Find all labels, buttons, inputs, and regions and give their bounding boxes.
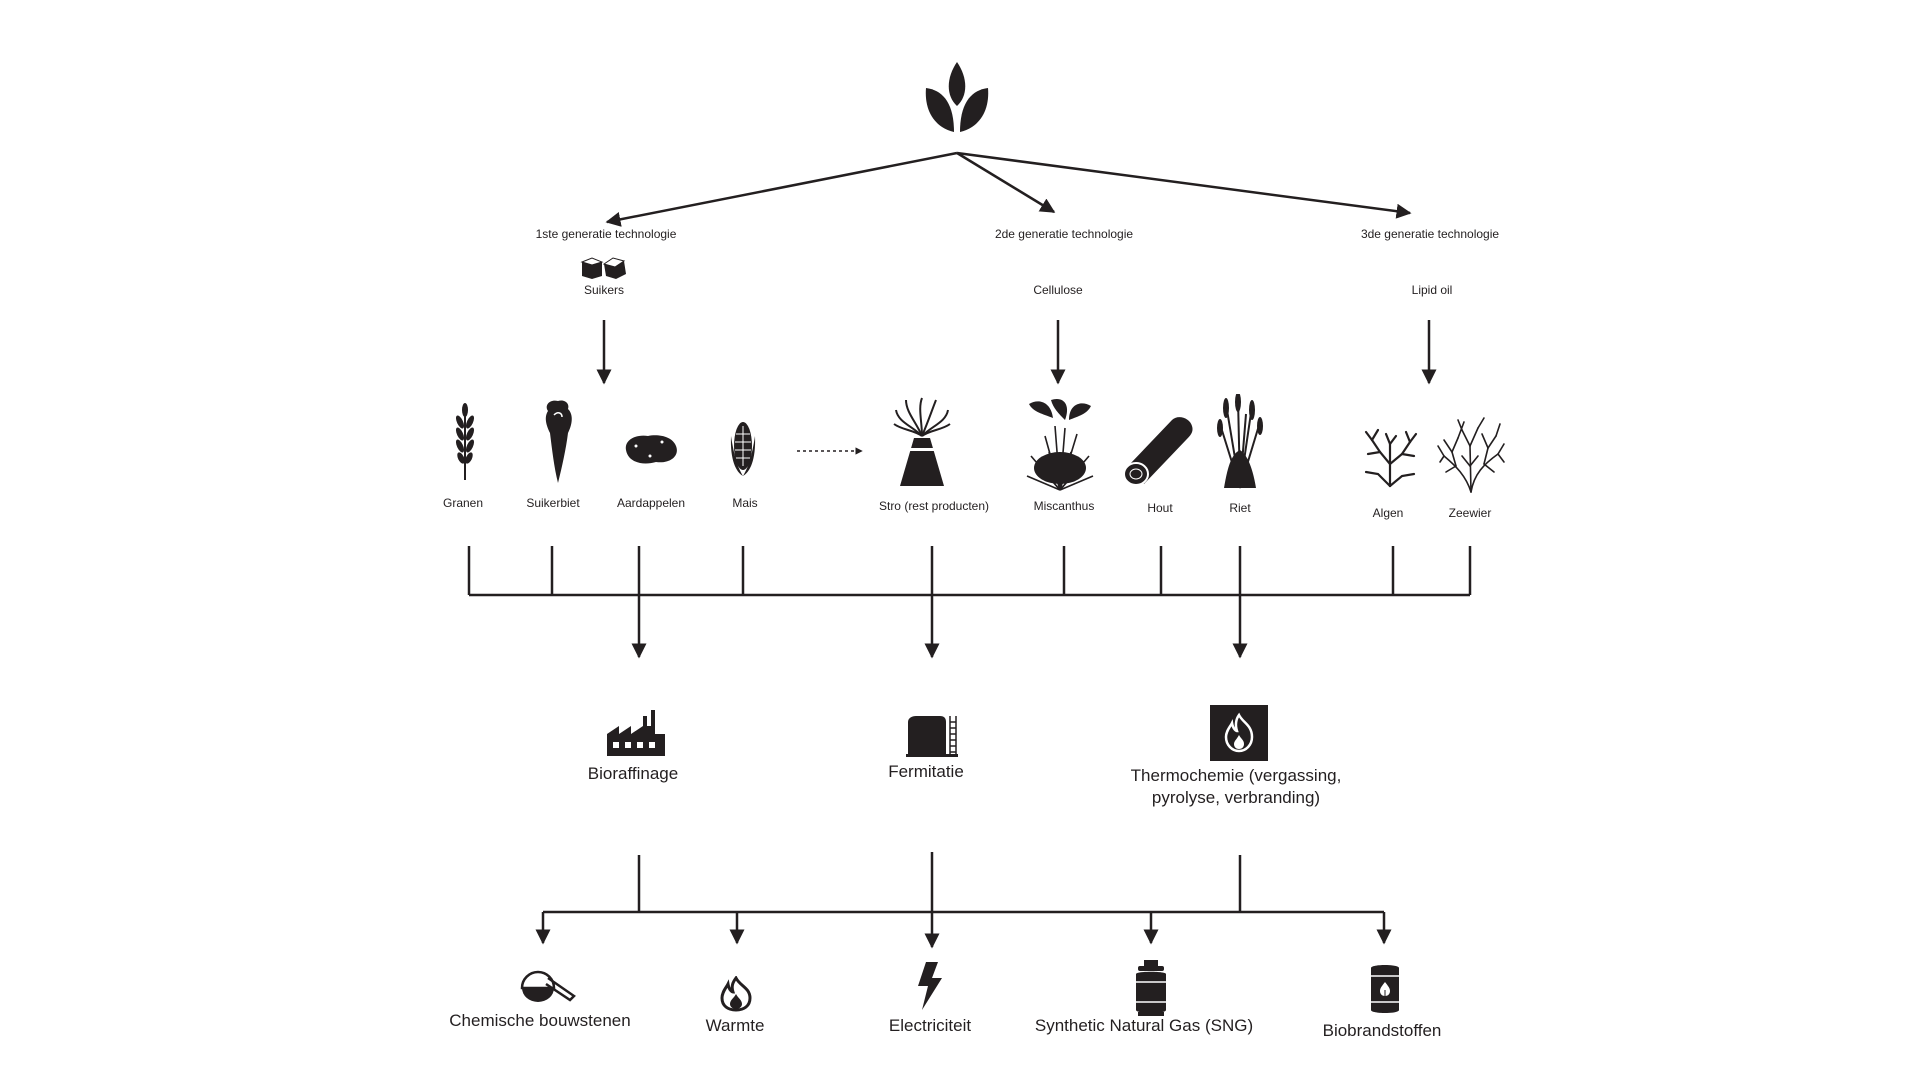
gas-cylinder-icon <box>1136 960 1166 1016</box>
product-label-biobrandstoffen: Biobrandstoffen <box>1322 1021 1442 1040</box>
corn-icon <box>730 422 756 476</box>
feedstock-cellulose: Cellulose <box>1033 283 1083 297</box>
product-label-electriciteit: Electriciteit <box>888 1016 972 1035</box>
product-label-sng: Synthetic Natural Gas (SNG) <box>1034 1016 1254 1035</box>
potato-icon <box>625 435 677 464</box>
crop-label-riet: Riet <box>1229 501 1251 515</box>
process-label-thermochemie: Thermochemie (vergassing, <box>1130 766 1342 785</box>
process-label-thermochemie-line2: pyrolyse, verbranding) <box>1151 788 1321 807</box>
crop-label-stro: Stro (rest producten) <box>878 499 990 513</box>
plant-icon <box>925 62 989 132</box>
crop-label-hout: Hout <box>1147 501 1173 515</box>
product-label-chemische-bouwstenen: Chemische bouwstenen <box>449 1011 631 1030</box>
straw-bundle-icon <box>893 397 951 486</box>
gen2-label: 2de generatie technologie <box>994 227 1134 241</box>
feedstock-suikers: Suikers <box>583 283 625 297</box>
arrow-gen1 <box>605 151 958 227</box>
product-label-warmte: Warmte <box>705 1016 765 1035</box>
arrow-gen3 <box>956 151 1412 219</box>
crop-label-zeewier: Zeewier <box>1448 506 1492 520</box>
crop-label-granen: Granen <box>442 496 484 510</box>
reed-icon <box>1217 394 1263 489</box>
crop-label-aardappelen: Aardappelen <box>616 496 686 510</box>
fuel-barrel-icon <box>1371 965 1399 1013</box>
fire-icon <box>1210 705 1268 761</box>
crop-label-miscanthus: Miscanthus <box>1033 499 1095 513</box>
flame-icon <box>720 976 752 1012</box>
fermentation-tank-icon <box>906 716 958 757</box>
log-icon <box>1123 417 1193 486</box>
crop-label-algen: Algen <box>1372 506 1404 520</box>
flask-icon <box>520 970 576 1002</box>
gen1-label: 1ste generatie technologie <box>535 227 677 241</box>
process-label-bioraffinage: Bioraffinage <box>587 764 679 783</box>
sugar-beet-icon <box>545 400 572 483</box>
arrow-gen2 <box>956 151 1056 214</box>
miscanthus-icon <box>1026 398 1094 491</box>
factory-icon <box>607 710 665 756</box>
feedstock-lipid-oil: Lipid oil <box>1411 283 1453 297</box>
algae-icon <box>1364 428 1418 488</box>
crop-label-suikerbiet: Suikerbiet <box>526 496 580 510</box>
lightning-icon <box>918 962 942 1010</box>
seaweed-icon <box>1437 417 1505 493</box>
gen3-label: 3de generatie technologie <box>1360 227 1500 241</box>
process-label-fermitatie: Fermitatie <box>888 762 964 781</box>
wheat-icon <box>455 403 475 480</box>
crop-label-mais: Mais <box>732 496 758 510</box>
sugar-cubes-icon <box>580 257 626 279</box>
